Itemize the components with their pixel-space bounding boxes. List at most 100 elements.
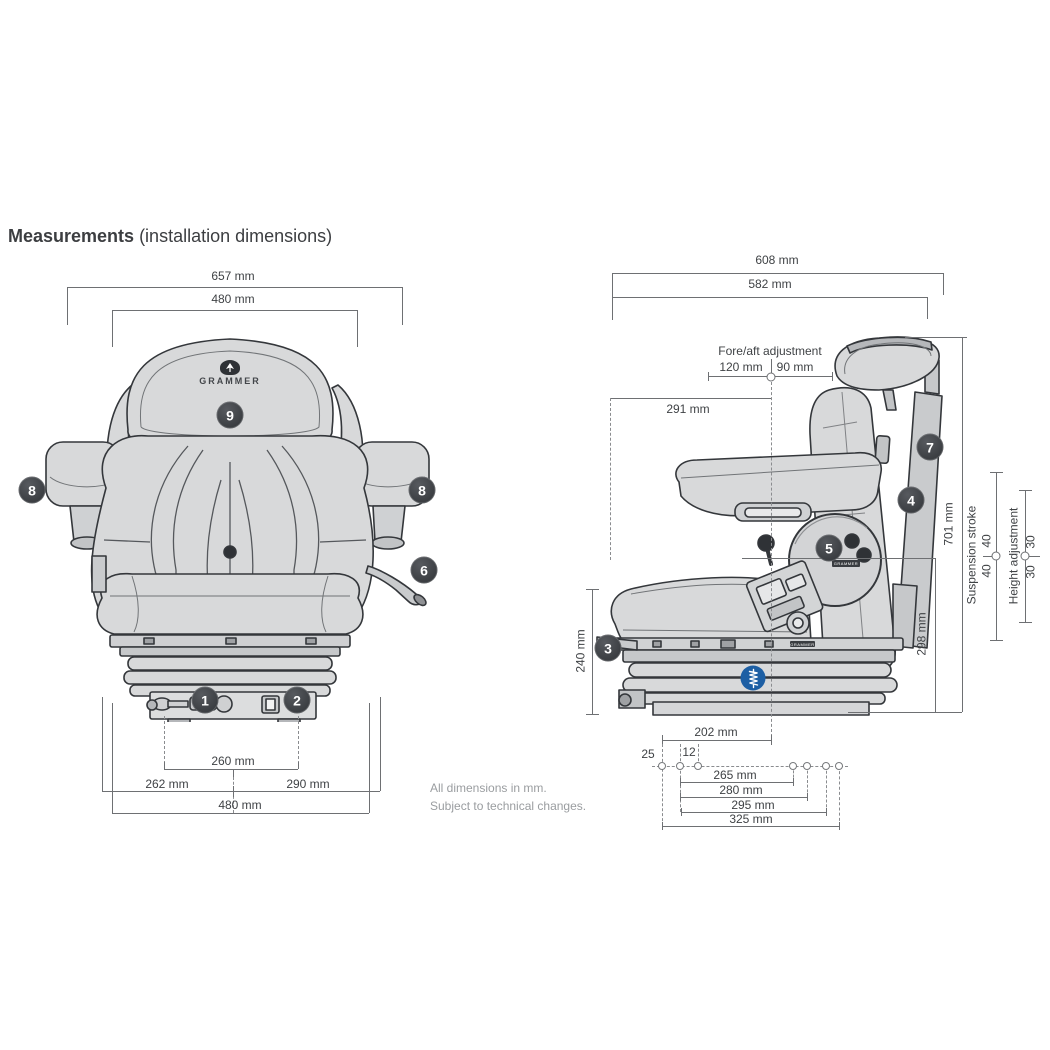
callout-9-backrest: 9 xyxy=(216,401,244,429)
dim-295-line xyxy=(681,812,826,813)
dim-608-label: 608 mm xyxy=(755,253,799,267)
dim-260-label: 260 mm xyxy=(211,754,255,768)
fore-aft-tick-left xyxy=(708,372,709,381)
callout-7-backrest-extension: 7 xyxy=(916,433,944,461)
dim-202-label: 202 mm xyxy=(694,725,738,739)
hole-guide-826 xyxy=(826,766,827,812)
dim-582-label: 582 mm xyxy=(748,277,792,291)
mounting-hole-5 xyxy=(803,762,811,770)
dim-260-guide-right xyxy=(298,716,299,769)
dim-240-tick-bottom xyxy=(586,714,599,715)
dim-280-tick-left xyxy=(680,793,681,801)
dim-657-leg-right xyxy=(402,287,403,325)
fore-aft-tick-right xyxy=(832,372,833,381)
dim-325-line xyxy=(662,826,839,827)
callout-8-armrest-right: 8 xyxy=(408,476,436,504)
height-adj-center-tick xyxy=(1025,556,1040,557)
hole-guide-793 xyxy=(793,766,794,782)
dim-12-guide-right xyxy=(698,744,699,766)
dim-657-leg-left xyxy=(67,287,68,325)
suspension-spring-badge xyxy=(740,665,766,691)
hole-guide-839 xyxy=(839,766,840,826)
page-title: Measurements (installation dimensions) xyxy=(8,226,332,247)
dim-265-tick-left xyxy=(680,778,681,786)
dim-202-tick-left xyxy=(662,735,663,745)
ref-line-seat-top xyxy=(742,558,935,559)
hole-guide-680 xyxy=(680,766,681,812)
dim-325-label: 325 mm xyxy=(729,812,773,826)
height-adjustment-label: Height adjustment xyxy=(1006,507,1021,605)
side-view-seat-drawing xyxy=(596,336,943,716)
grammer-badge-rail: GRAMMER xyxy=(790,641,815,647)
dim-657-line xyxy=(67,287,402,288)
mounting-hole-4 xyxy=(789,762,797,770)
hole-axis-line xyxy=(652,766,848,767)
callout-2-control: 2 xyxy=(283,686,311,714)
dim-12-label: 12 xyxy=(682,745,696,759)
fore-aft-90-label: 90 mm xyxy=(776,360,814,374)
height-adj-center-marker xyxy=(1020,551,1030,561)
dim-291-label: 291 mm xyxy=(666,402,710,416)
dim-325-tick-right xyxy=(839,822,840,830)
dim-260-tick-right xyxy=(298,762,299,769)
suspension-40-down-label: 40 xyxy=(979,564,994,578)
dim-291-guide xyxy=(610,398,611,560)
dim-290-leg-right xyxy=(380,697,381,791)
footnote-line-1: All dimensions in mm. xyxy=(430,781,547,795)
dim-480-bottom-label: 480 mm xyxy=(218,798,262,812)
callout-3-rail-lever: 3 xyxy=(594,634,622,662)
front-view-seat-drawing xyxy=(45,338,430,722)
dim-260-line xyxy=(164,769,298,770)
dim-295-label: 295 mm xyxy=(731,798,775,812)
callout-1-control: 1 xyxy=(191,686,219,714)
dim-280-tick-right xyxy=(807,793,808,801)
grammer-badge-disc: GRAMMER xyxy=(832,560,860,567)
footnote-line-2: Subject to technical changes. xyxy=(430,799,587,813)
page-title-bold: Measurements xyxy=(8,226,135,246)
dim-262-290-center-tick xyxy=(233,786,234,797)
dim-265-label: 265 mm xyxy=(713,768,757,782)
fore-aft-120-label: 120 mm xyxy=(719,360,763,374)
dim-701-line xyxy=(962,337,963,712)
dim-480-bottom-leg-left xyxy=(112,703,113,813)
hole-guide-807 xyxy=(807,766,808,797)
dim-608-582-leg-left xyxy=(612,273,613,320)
dim-12-guide-left xyxy=(680,744,681,766)
dim-265-tick-right xyxy=(793,778,794,786)
dim-262-leg-left xyxy=(102,697,103,791)
dim-480-top-label: 480 mm xyxy=(211,292,255,306)
suspension-tick-bottom xyxy=(990,640,1003,641)
dim-260-tick-left xyxy=(164,762,165,769)
dim-608-leg-right xyxy=(943,273,944,295)
seat-center-reference xyxy=(771,377,772,742)
mounting-hole-7 xyxy=(835,762,843,770)
suspension-40-up-label: 40 xyxy=(979,534,994,548)
dim-701-label: 701 mm xyxy=(941,502,956,546)
dim-295-tick-left xyxy=(681,808,682,816)
height-adj-tick-bottom xyxy=(1019,622,1032,623)
dim-480-top-line xyxy=(112,310,357,311)
dim-480-bottom-line xyxy=(112,813,369,814)
dim-582-line xyxy=(612,297,927,298)
fore-aft-center-marker xyxy=(766,372,776,382)
dim-240-tick-top xyxy=(586,589,599,590)
ref-line-base-bottom xyxy=(848,712,962,713)
mounting-hole-6 xyxy=(822,762,830,770)
dim-298-label: 298 mm xyxy=(914,612,929,656)
dim-290-label: 290 mm xyxy=(286,777,330,791)
suspension-spring-icon xyxy=(748,668,758,688)
dim-260-center-tick xyxy=(233,769,234,777)
dim-262-label: 262 mm xyxy=(145,777,189,791)
callout-5-seat-side: 5 xyxy=(815,534,843,562)
mounting-hole-1 xyxy=(658,762,666,770)
callout-4-backrest-lower: 4 xyxy=(897,486,925,514)
grammer-wordmark: GRAMMER xyxy=(199,376,261,386)
suspension-stroke-label: Suspension stroke xyxy=(964,505,979,605)
hole-guide-662 xyxy=(662,744,663,826)
dim-25-label: 25 xyxy=(641,747,655,761)
dim-295-tick-right xyxy=(826,808,827,816)
height-adj-30-up-label: 30 xyxy=(1023,535,1038,549)
dim-202-tick-right xyxy=(771,735,772,745)
dim-480-bottom-leg-right xyxy=(369,703,370,813)
